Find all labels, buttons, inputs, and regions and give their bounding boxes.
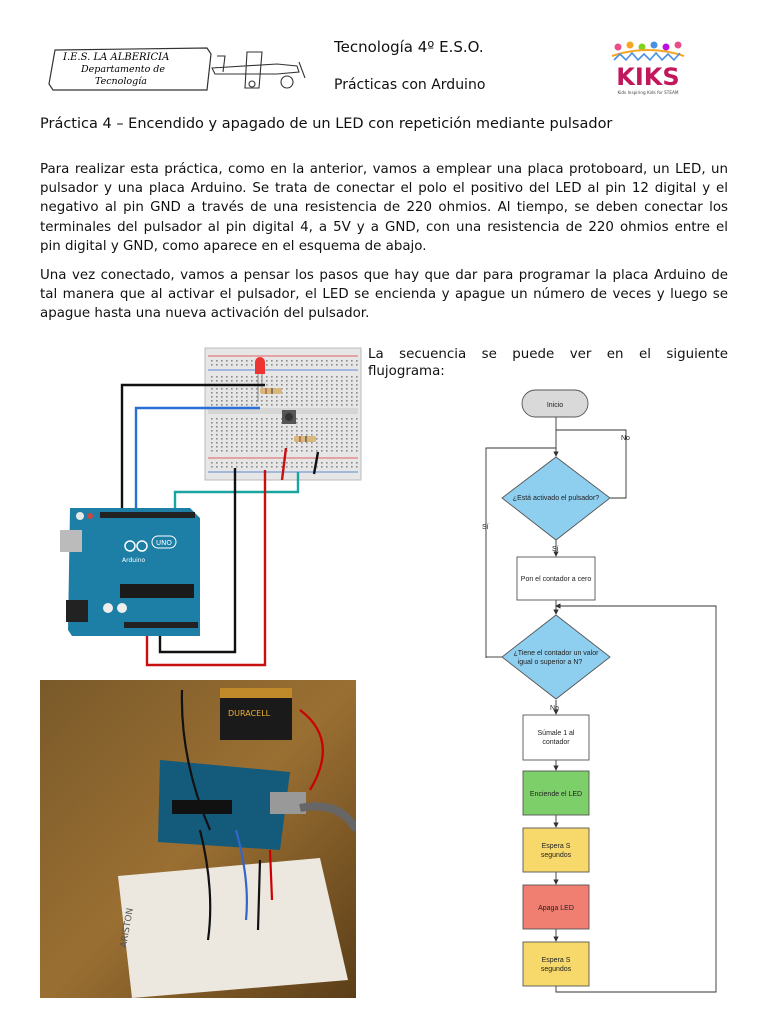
yes-label: Sí (482, 524, 489, 531)
arduino-logo-icon (124, 540, 148, 552)
paragraph-line: apague hasta una nueva activación del pu… (40, 306, 370, 322)
flowchart: Inicio ¿Está activado el pulsador? No Sí… (482, 389, 717, 993)
decision-label: ¿Está activado el pulsador? (513, 495, 599, 502)
led-on-shape (522, 770, 590, 816)
paragraph-line: tal manera que al activar el pulsador, e… (40, 287, 728, 303)
arduino-model: UNO (156, 539, 172, 547)
sequence-caption: La secuencia se puede ver en el siguient… (368, 346, 728, 380)
course-title: Tecnología 4º E.S.O. (334, 38, 484, 56)
resistor (294, 436, 316, 442)
flow-wait-2: Espera S segundos (522, 941, 590, 987)
push-button (282, 410, 296, 424)
school-line3: Tecnología (95, 76, 147, 87)
decision-shape (501, 614, 611, 700)
wait1-line1: Espera S (542, 843, 571, 850)
school-line2: Departamento de (80, 64, 165, 75)
circuit-photo: DURACELL ARISTON (40, 680, 356, 998)
practice-title: Práctica 4 – Encendido y apagado de un L… (40, 116, 613, 132)
paragraph-line: negativo al pin GND a través de una resi… (40, 200, 728, 216)
flow-start: Inicio (521, 389, 589, 418)
add-one-line2: contador (542, 739, 570, 746)
wait-shape (522, 941, 590, 987)
paragraph-line: Una vez conectado, vamos a pensar los pa… (40, 268, 728, 283)
school-logo: I.E.S. LA ALBERICIA Departamento de Tecn… (48, 47, 306, 91)
school-line1: I.E.S. LA ALBERICIA (62, 52, 169, 63)
no-label: No (550, 705, 559, 712)
sequence-line: La secuencia se puede ver en el siguient… (368, 347, 728, 362)
circuit-diagram: Arduino UNO (60, 347, 362, 667)
arduino-brand: Arduino (122, 557, 146, 564)
paragraph-line: Para realizar esta práctica, como en la … (40, 162, 728, 177)
flow-add-one: Súmale 1 al contador (522, 714, 590, 761)
practices-title: Prácticas con Arduino (334, 77, 486, 93)
counter-decision-line2: igual o superior a N? (518, 659, 583, 666)
wait2-line1: Espera S (542, 957, 571, 964)
programming-paragraph: Una vez conectado, vamos a pensar los pa… (40, 266, 728, 324)
flow-led-on: Enciende el LED (522, 770, 590, 816)
intro-paragraph: Para realizar esta práctica, como en la … (40, 160, 728, 256)
paragraph-line: pulsador y una placa Arduino. Se trata d… (40, 181, 728, 197)
counter-decision-line1: ¿Tiene el contador un valor (514, 650, 600, 657)
flow-start-label: Inicio (547, 402, 563, 409)
breadboard: ARISTON (118, 858, 348, 998)
kids-figures-icon (611, 41, 685, 62)
flow-decision-button: ¿Está activado el pulsador? (501, 456, 611, 541)
sequence-line: flujograma: (368, 364, 445, 379)
led-on-label: Enciende el LED (530, 791, 582, 798)
kiks-tagline: Kids Inspiring Kids for STEAM (617, 90, 678, 95)
add-one-line1: Súmale 1 al (538, 730, 575, 737)
flow-decision-counter: ¿Tiene el contador un valor igual o supe… (501, 614, 611, 700)
wires (120, 383, 320, 667)
battery: DURACELL (220, 688, 292, 740)
reset-counter-label: Pon el contador a cero (521, 576, 592, 583)
wait-shape (522, 827, 590, 873)
paragraph-line: terminales del pulsador al pin digital 4… (40, 219, 728, 235)
led-off-shape (522, 884, 590, 930)
battery-brand: DURACELL (228, 709, 271, 718)
airplane-icon (211, 51, 306, 89)
flow-led-off: Apaga LED (522, 884, 590, 930)
flow-start-shape (521, 389, 589, 418)
yes-label: Sí (552, 546, 559, 553)
wait2-line2: segundos (541, 966, 572, 973)
kiks-logo: KIKS Kids Inspiring Kids for STEAM (611, 41, 685, 95)
wires (180, 689, 324, 941)
led-off-label: Apaga LED (538, 905, 574, 912)
arduino-board: Arduino UNO (60, 508, 200, 636)
decision-shape (501, 456, 611, 541)
flow-reset-counter: Pon el contador a cero (516, 556, 596, 601)
paragraph-line: pin digital y GND, como aparece en el es… (40, 238, 427, 254)
flow-wait-1: Espera S segundos (522, 827, 590, 873)
no-label: No (621, 435, 630, 442)
resistor (260, 388, 282, 394)
wait1-line2: segundos (541, 852, 572, 859)
kiks-wordmark: KIKS (616, 63, 679, 91)
arduino-board (158, 760, 306, 850)
